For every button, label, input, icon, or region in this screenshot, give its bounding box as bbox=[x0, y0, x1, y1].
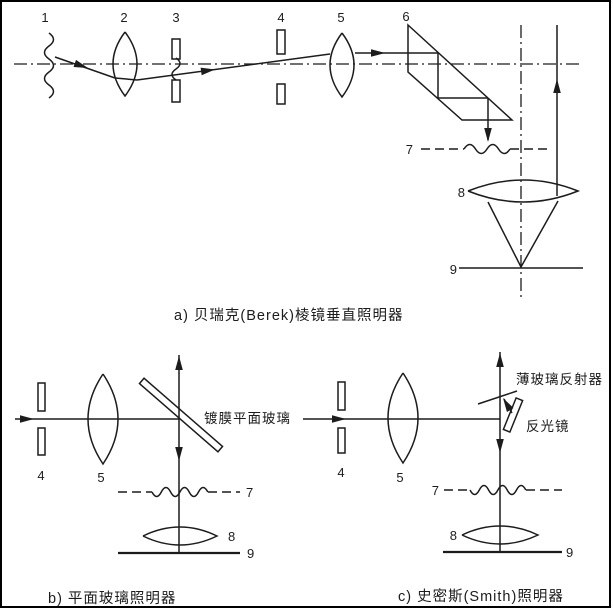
collector-lens bbox=[112, 31, 138, 98]
ray-arrowhead bbox=[332, 415, 346, 423]
caption-b: b) 平面玻璃照明器 bbox=[48, 590, 176, 607]
label-4: 4 bbox=[37, 468, 44, 483]
diagram-c-smith-illuminator: 4 5 薄玻璃反射器 反光镜 7 8 9 c) 史密斯(Smith)照明器 bbox=[303, 352, 603, 605]
label-9: 9 bbox=[566, 545, 573, 560]
diaphragm7-wavy bbox=[151, 486, 209, 498]
diaphragm4-bottom-blade bbox=[37, 427, 46, 456]
diaphragm4-top-blade bbox=[337, 381, 346, 411]
label-3: 3 bbox=[172, 10, 179, 25]
diaphragm3-bottom-blade bbox=[171, 79, 181, 103]
coated-glass-label: 镀膜平面玻璃 bbox=[204, 410, 291, 426]
ray-arrowhead-down bbox=[484, 128, 492, 142]
mirror-label: 反光镜 bbox=[526, 419, 570, 434]
label-6: 6 bbox=[402, 9, 409, 24]
caption-a: a) 贝瑞克(Berek)棱镜垂直照明器 bbox=[174, 306, 403, 324]
diagram-b-plane-glass-illuminator: 4 5 镀膜平面玻璃 7 8 9 b) 平面玻璃照明器 bbox=[15, 355, 291, 607]
ray-arrowhead-down bbox=[496, 439, 504, 453]
ray-arrowhead bbox=[200, 67, 215, 76]
caption-c: c) 史密斯(Smith)照明器 bbox=[398, 588, 564, 605]
diaphragm3-squiggle bbox=[171, 57, 181, 81]
lamp-filament-symbol bbox=[43, 32, 55, 99]
diaphragm4-top-blade bbox=[276, 29, 286, 55]
label-4: 4 bbox=[277, 10, 284, 25]
ray-arrowhead bbox=[20, 415, 34, 423]
label-9: 9 bbox=[247, 546, 254, 561]
diaphragm3-top-blade bbox=[171, 38, 181, 60]
label-7: 7 bbox=[406, 142, 413, 157]
label-1: 1 bbox=[41, 10, 48, 25]
label-8: 8 bbox=[458, 185, 465, 200]
ray-arrowhead-up bbox=[175, 356, 183, 370]
label-5: 5 bbox=[396, 470, 403, 485]
diagram-a-berek-prism-illuminator: 1 2 3 4 5 6 7 bbox=[14, 9, 583, 324]
label-5: 5 bbox=[97, 470, 104, 485]
diaphragm4-bottom-blade bbox=[276, 83, 286, 105]
lens bbox=[387, 372, 419, 465]
diaphragm7-wavy bbox=[469, 484, 527, 496]
lens bbox=[87, 373, 119, 466]
label-8: 8 bbox=[450, 528, 457, 543]
ray-arrowhead-up bbox=[553, 79, 561, 93]
coated-plane-glass-plate bbox=[138, 377, 224, 453]
label-7: 7 bbox=[432, 483, 439, 498]
objective-lens bbox=[142, 526, 219, 546]
ray-arrowhead bbox=[371, 49, 385, 57]
label-7: 7 bbox=[246, 485, 253, 500]
ray-through-lens bbox=[114, 77, 138, 81]
mirror-plate bbox=[502, 396, 524, 434]
cone-right-edge bbox=[520, 200, 559, 268]
label-9: 9 bbox=[450, 262, 457, 277]
ray-arrowhead bbox=[73, 59, 88, 68]
label-4: 4 bbox=[337, 465, 344, 480]
thin-glass-reflector-label: 薄玻璃反射器 bbox=[516, 371, 603, 387]
cone-left-edge bbox=[487, 201, 522, 268]
objective-lens bbox=[467, 179, 581, 203]
mirror-pointer-arrowhead bbox=[503, 398, 514, 412]
thin-glass-reflector bbox=[477, 390, 518, 405]
ray-arrowhead-up bbox=[496, 353, 504, 367]
berek-prism-outline bbox=[407, 23, 514, 121]
label-5: 5 bbox=[337, 10, 344, 25]
diaphragm7-wavy bbox=[463, 143, 511, 155]
objective-lens bbox=[461, 525, 540, 545]
label-8: 8 bbox=[228, 529, 235, 544]
ray-lens-to-condenser bbox=[136, 53, 331, 81]
diaphragm4-bottom-blade bbox=[337, 427, 346, 454]
diaphragm4-top-blade bbox=[37, 382, 46, 412]
label-2: 2 bbox=[120, 10, 127, 25]
condenser-lens bbox=[329, 32, 355, 99]
ray-arrowhead-down bbox=[175, 447, 183, 461]
